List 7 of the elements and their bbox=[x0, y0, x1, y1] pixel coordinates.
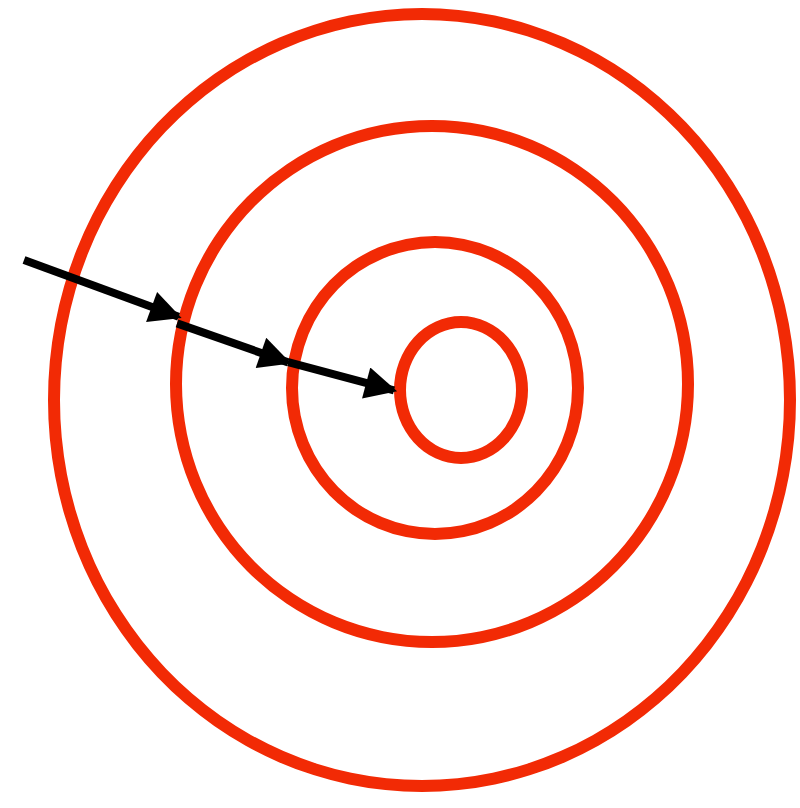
arrow bbox=[175, 319, 292, 368]
arrow bbox=[287, 358, 398, 399]
target-ring bbox=[394, 316, 528, 464]
arrow bbox=[22, 256, 182, 322]
target-ring bbox=[170, 120, 694, 648]
target-ring bbox=[48, 8, 796, 792]
target-ring bbox=[286, 236, 584, 540]
